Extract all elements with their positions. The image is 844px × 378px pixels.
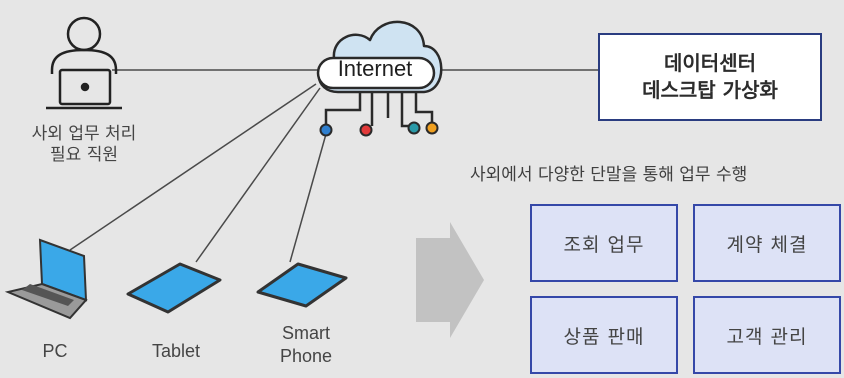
link-tablet-internet bbox=[195, 87, 321, 263]
device-label-tablet: Tablet bbox=[151, 341, 201, 361]
remote-worker-label: 사외 업무 처리 필요 직원 bbox=[31, 124, 137, 166]
data-center-line1: 데이터센터 bbox=[664, 51, 756, 75]
task-inquiry-box: 조회 업무 bbox=[530, 204, 678, 282]
device-label-pc: PC bbox=[42, 341, 68, 361]
task-sales-box: 상품 판매 bbox=[530, 296, 678, 374]
remote-worker-icon bbox=[46, 16, 122, 110]
task-customer-box: 고객 관리 bbox=[693, 296, 841, 374]
node-red-icon bbox=[359, 123, 373, 137]
node-orange-icon bbox=[425, 121, 439, 135]
headline-text: 사외에서 다양한 단말을 통해 업무 수행 bbox=[470, 165, 748, 185]
data-center-line2: 데스크탑 가상화 bbox=[642, 78, 778, 102]
internet-label: Internet bbox=[337, 56, 413, 81]
cloud-icon bbox=[316, 20, 443, 137]
link-phone-internet bbox=[289, 133, 327, 263]
data-center-box: 데이터센터 데스크탑 가상화 bbox=[598, 33, 822, 121]
device-label-phone: Smart Phone bbox=[279, 323, 333, 366]
link-pc-internet bbox=[69, 83, 317, 251]
node-teal-icon bbox=[407, 121, 421, 135]
arrow-icon bbox=[416, 222, 484, 338]
tablet-icon bbox=[126, 262, 222, 314]
node-blue-icon bbox=[319, 123, 333, 137]
task-contract-box: 계약 체결 bbox=[693, 204, 841, 282]
smartphone-icon bbox=[256, 262, 348, 308]
laptop-icon bbox=[4, 238, 88, 320]
